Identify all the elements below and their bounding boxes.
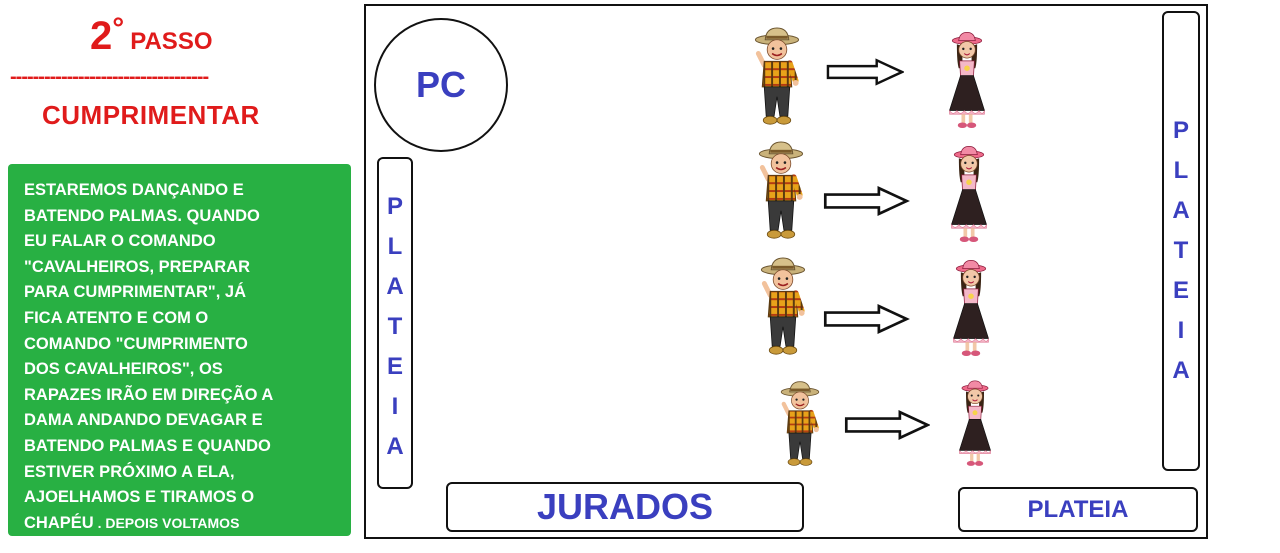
boy-figure bbox=[756, 140, 806, 248]
plateia-right-box: P L A T E I A bbox=[1162, 11, 1200, 471]
right-arrow-icon bbox=[818, 304, 914, 334]
plateia-left-letter: P bbox=[386, 193, 403, 220]
right-arrow-icon bbox=[844, 410, 930, 440]
instruction-text: ESTAREMOS DANÇANDO E BATENDO PALMAS. QUA… bbox=[24, 178, 344, 536]
girl-figure bbox=[948, 258, 994, 362]
boy-figure bbox=[752, 26, 802, 134]
jurados-label: JURADOS bbox=[536, 486, 714, 527]
boy-figure bbox=[758, 256, 808, 364]
plateia-left-letter: I bbox=[391, 393, 399, 420]
plateia-left-letter: E bbox=[386, 353, 403, 380]
plateia-left-letter: A bbox=[386, 433, 404, 460]
instruction-body: ESTAREMOS DANÇANDO E BATENDO PALMAS. QUA… bbox=[24, 181, 274, 532]
plateia-right-letter: E bbox=[1172, 277, 1189, 304]
plateia-right-letter: I bbox=[1177, 317, 1185, 344]
instruction-panel bbox=[8, 164, 351, 536]
plateia-right-letter: L bbox=[1173, 157, 1189, 184]
girl-figure bbox=[954, 380, 996, 470]
jurados-box: JURADOS bbox=[446, 482, 804, 532]
plateia-right-letter: T bbox=[1173, 237, 1189, 264]
plateia-left-letter: L bbox=[387, 233, 403, 260]
plateia-left-letter: T bbox=[387, 313, 403, 340]
step-word: PASSO bbox=[130, 28, 213, 55]
plateia-left-letter: A bbox=[386, 273, 404, 300]
plateia-right-letter: A bbox=[1172, 197, 1190, 224]
plateia-right-letter: P bbox=[1172, 117, 1189, 144]
boy-figure bbox=[778, 380, 822, 474]
pc-circle: PC bbox=[374, 18, 508, 152]
step-number: 2 bbox=[90, 14, 113, 58]
step-name: CUMPRIMENTAR bbox=[42, 100, 260, 130]
plateia-bottom-label: PLATEIA bbox=[1027, 495, 1129, 523]
dashed-divider: ----------------------------------- bbox=[10, 66, 209, 88]
girl-figure bbox=[944, 30, 990, 134]
right-arrow-icon bbox=[826, 58, 904, 86]
plateia-bottom-box: PLATEIA bbox=[958, 487, 1198, 532]
step-title: 2°PASSO bbox=[90, 12, 213, 59]
pc-label: PC bbox=[415, 64, 466, 105]
dance-stage bbox=[364, 4, 1208, 539]
step-degree: ° bbox=[112, 12, 125, 45]
plateia-right-letter: A bbox=[1172, 357, 1190, 384]
right-arrow-icon bbox=[822, 186, 910, 216]
plateia-left-box: P L A T E I A bbox=[377, 157, 413, 489]
girl-figure bbox=[946, 144, 992, 248]
instruction-tail: . DEPOIS VOLTAMOS bbox=[93, 514, 240, 531]
